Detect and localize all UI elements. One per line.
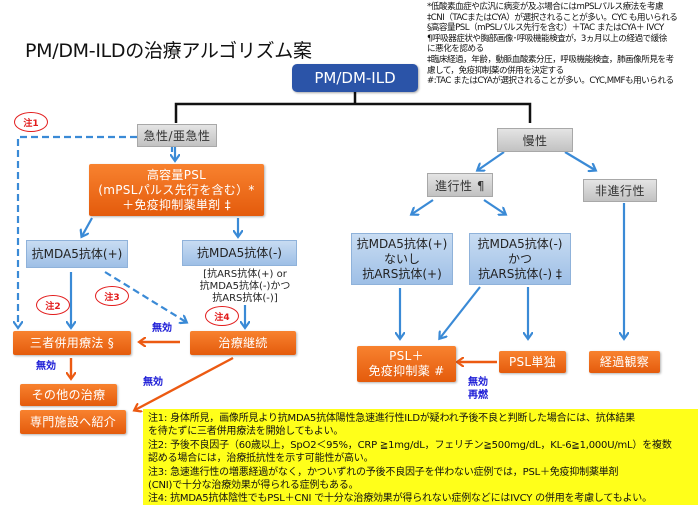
node-root: PM/DM-ILD bbox=[292, 64, 418, 92]
node-progressive: 進行性 ¶ bbox=[427, 173, 493, 197]
note-line: (CNI)で十分な治療効果が得られる症例もある。 bbox=[148, 480, 359, 492]
node-line: ないし bbox=[383, 251, 420, 266]
page-title: PM/DM-ILDの治療アルゴリズム案 bbox=[25, 40, 312, 62]
arrow-neg-to-pslimmuno bbox=[440, 286, 481, 338]
node-chronic: 慢性 bbox=[497, 128, 573, 152]
node-psl-immunosuppressant: PSL＋ 免疫抑制薬 # bbox=[357, 346, 456, 382]
footnotes: *低酸素血症や広汎に病変が及ぶ場合にはmPSLパルス療法を考慮 ‡CNI（TAC… bbox=[427, 2, 699, 87]
arrow-progressive-to-neg bbox=[483, 199, 505, 214]
node-chronic-antibody-positive: 抗MDA5抗体(+) ないし 抗ARS抗体(+) bbox=[351, 233, 453, 285]
note-line: 注2: 予後不良因子（60歳以上，SpO2＜95%，CRP ≧1mg/dL，フェ… bbox=[148, 439, 672, 451]
node-triple-therapy: 三者併用療法 § bbox=[13, 331, 131, 355]
node-line: (mPSLパルス先行を含む）* bbox=[98, 182, 255, 197]
node-psl-alone: PSL単独 bbox=[499, 351, 566, 373]
note-line: 注3: 急速進行性の増悪経過がなく，かついずれの予後不良因子を伴わない症例では，… bbox=[148, 466, 619, 478]
node-line: PSL＋ bbox=[389, 349, 424, 363]
node-line: 抗ARS抗体(+) bbox=[362, 266, 442, 281]
arrow-chronic-to-nonprogressive bbox=[564, 151, 595, 170]
note-marker-1: 注1 bbox=[14, 112, 48, 132]
node-line: かつ bbox=[507, 251, 532, 266]
label-ineffective: 無効 bbox=[143, 377, 163, 388]
note-line: 注1: 身体所見，画像所見より抗MDA5抗体陽性急速進行性ILDが疑われ予後不良… bbox=[148, 413, 635, 424]
node-line: 抗MDA5抗体(+) bbox=[356, 236, 448, 251]
footnote: に悪化を認める bbox=[427, 44, 484, 55]
node-line: 高容量PSL bbox=[146, 167, 207, 182]
footnote: 慮して，免疫抑制薬の併用を決定する bbox=[427, 65, 564, 76]
detail-line: [抗ARS抗体(+) or bbox=[203, 269, 287, 280]
mda5-negative-detail: [抗ARS抗体(+) or 抗MDA5抗体(-)かつ 抗ARS抗体(-)] bbox=[195, 269, 295, 305]
node-line: 抗ARS抗体(-) ‡ bbox=[478, 266, 562, 281]
arrow-progressive-to-pos bbox=[412, 199, 434, 214]
root-connector bbox=[174, 92, 532, 123]
footnote: *低酸素血症や広汎に病変が及ぶ場合にはmPSLパルス療法を考慮 bbox=[427, 2, 664, 12]
node-continue-treatment: 治療継続 bbox=[190, 331, 296, 355]
label-line: 再燃 bbox=[468, 390, 488, 401]
note-line: 注4: 抗MDA5抗体陰性でもPSL＋CNI で十分な治療効果が得られない症例な… bbox=[148, 493, 652, 505]
note-marker-4: 注4 bbox=[205, 306, 239, 326]
label-line: 無効 bbox=[468, 377, 488, 388]
node-mda5-positive: 抗MDA5抗体(+) bbox=[26, 240, 128, 268]
detail-line: 抗MDA5抗体(-)かつ bbox=[199, 281, 291, 292]
footnote: #:TAC またはCYAが選択されることが多い。CYC,MMFも用いられる bbox=[427, 76, 674, 87]
arrow-psl-to-mda5pos bbox=[82, 217, 93, 236]
node-refer-specialist: 専門施設へ紹介 bbox=[20, 410, 126, 434]
node-mda5-negative: 抗MDA5抗体(-) bbox=[182, 240, 297, 266]
footnote: ‡臨床経過，年齢，動脈血酸素分圧，呼吸機能検査，肺画像所見を考 bbox=[427, 54, 674, 65]
node-line: 抗MDA5抗体(-) bbox=[477, 236, 563, 251]
node-chronic-antibody-negative: 抗MDA5抗体(-) かつ 抗ARS抗体(-) ‡ bbox=[469, 233, 571, 285]
detail-line: 抗ARS抗体(-)] bbox=[212, 293, 278, 304]
arrow-chronic-to-progressive bbox=[478, 151, 505, 170]
dashed-arrow-note3 bbox=[104, 271, 186, 322]
note-line: を待たずに三者併用療法を開始してもよい。 bbox=[148, 426, 344, 438]
footnote: ¶呼吸器症状や胸部画像･呼吸機能検査が，3ヵ月以上の経過で緩徐 bbox=[427, 33, 667, 44]
node-non-progressive: 非進行性 bbox=[583, 179, 657, 202]
footnote: §高容量PSL（mPSLパルス先行を含む）＋TAC またはCYA＋ IVCY bbox=[427, 23, 664, 34]
node-line: ＋免疫抑制薬単剤 ‡ bbox=[122, 197, 231, 212]
label-ineffective-relapse: 無効 再燃 bbox=[468, 376, 488, 402]
node-other-treatment: その他の治療 bbox=[20, 384, 117, 406]
footnote: ‡CNI（TACまたはCYA）が選択されることが多い。CYC も用いられる bbox=[427, 12, 678, 23]
node-high-dose-psl: 高容量PSL (mPSLパルス先行を含む）* ＋免疫抑制薬単剤 ‡ bbox=[89, 164, 264, 216]
node-observation: 経過観察 bbox=[589, 351, 660, 373]
dashed-arrow-note1 bbox=[18, 135, 137, 327]
note-marker-3: 注3 bbox=[95, 286, 129, 306]
label-ineffective: 無効 bbox=[152, 323, 172, 334]
arrow-continue-to-refer bbox=[135, 356, 234, 410]
note-line: 認める場合には，治療抵抗性を示す可能性が高い。 bbox=[148, 453, 374, 465]
label-ineffective: 無効 bbox=[36, 361, 56, 372]
node-acute: 急性/亜急性 bbox=[137, 124, 217, 147]
notes-box: 注1: 身体所見，画像所見より抗MDA5抗体陽性急速進行性ILDが疑われ予後不良… bbox=[143, 409, 698, 505]
node-line: 免疫抑制薬 # bbox=[368, 364, 445, 378]
note-marker-2: 注2 bbox=[36, 295, 70, 315]
